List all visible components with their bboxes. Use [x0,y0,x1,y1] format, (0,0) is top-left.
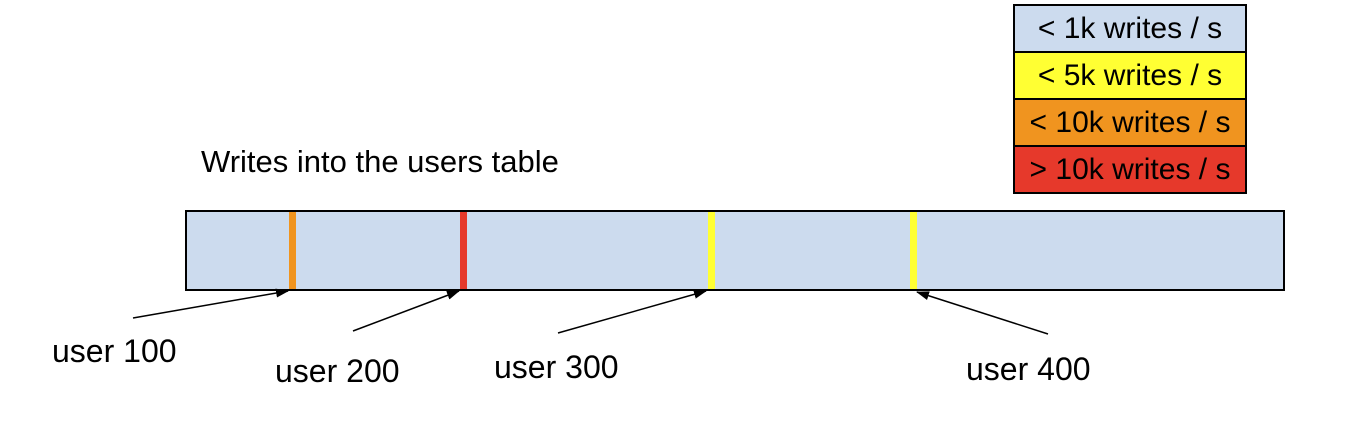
legend-item-label: > 10k writes / s [1029,152,1231,186]
marker-user-100 [288,212,296,289]
marker-user-300 [707,212,715,289]
marker-user-400 [909,212,917,289]
arrow-user-100 [132,288,289,319]
legend-item-label: < 1k writes / s [1037,11,1223,45]
legend-item--5k-writes-s: < 5k writes / s [1015,51,1245,98]
label-user-200: user 200 [275,353,400,389]
arrow-user-400 [916,291,1049,335]
arrow-user-300 [557,289,707,334]
legend-item-label: < 5k writes / s [1037,58,1223,92]
legend: < 1k writes / s < 5k writes / s < 10k writ… [1013,4,1247,194]
arrow-user-200 [352,290,460,332]
legend-item--1k-writes-s: < 1k writes / s [1015,6,1245,51]
label-user-100: user 100 [52,333,177,369]
legend-item--10k-writes-s: > 10k writes / s [1015,145,1245,192]
users-table-bar [185,210,1285,291]
legend-item--10k-writes-s: < 10k writes / s [1015,98,1245,145]
label-user-400: user 400 [966,351,1091,387]
diagram-title: Writes into the users table [201,144,559,179]
legend-item-label: < 10k writes / s [1029,105,1231,139]
label-user-300: user 300 [494,349,619,385]
marker-user-200 [459,212,467,289]
